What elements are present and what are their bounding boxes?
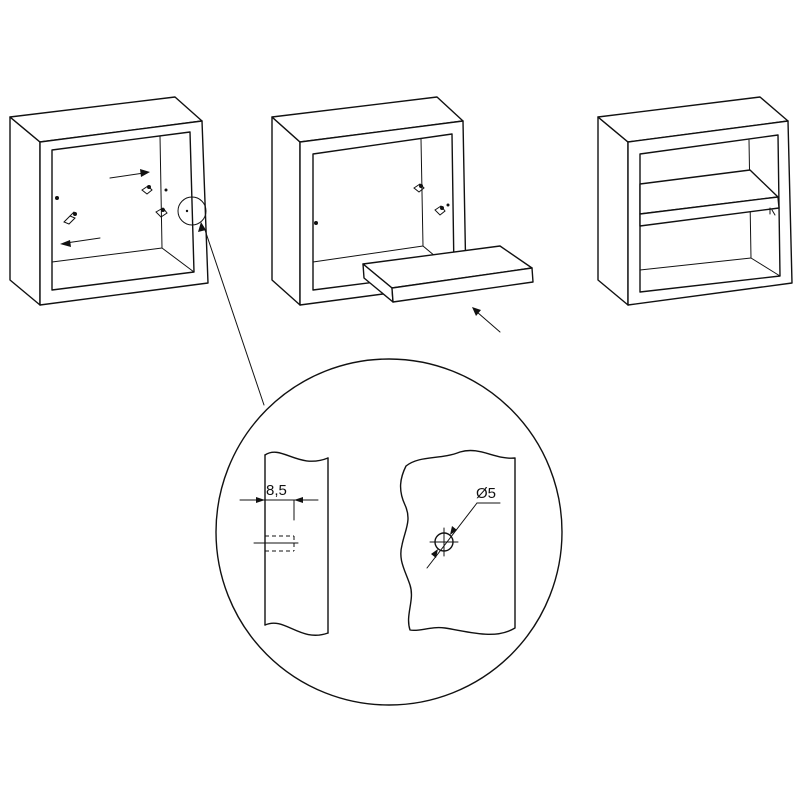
box1-front: [39, 120, 209, 306]
panel-face-view: [399, 449, 516, 635]
box1-inner-floor-edge: [161, 247, 195, 273]
step-1-box: [9, 96, 209, 306]
depth-dimension-label: 8,5: [266, 482, 287, 499]
box3-inner-bottom-edge: [639, 257, 752, 271]
depth-dimension: 8,5: [239, 482, 319, 531]
hole-diameter-dimension: Ø5: [426, 485, 501, 569]
box3-shelf-front: [639, 196, 780, 227]
detail-marker-circle: [177, 196, 207, 226]
insert-arrow-right: [109, 169, 150, 179]
step-2-box: [271, 96, 534, 333]
panel-edge-view: [253, 451, 329, 636]
box3-left-side: [597, 116, 629, 306]
shelf-front: [391, 267, 534, 303]
step-3-box: [597, 96, 793, 306]
detail-leader-line: [198, 222, 265, 406]
box1-inner-bottom-edge: [51, 247, 163, 263]
box2-inner-bottom-edge: [312, 245, 424, 263]
shelf-board: [362, 245, 534, 303]
detail-view-circle: [215, 358, 563, 706]
shelf-pin-icon: [314, 183, 450, 225]
detail-view: 8,5 Ø5: [215, 358, 563, 706]
slide-in-arrow: [472, 307, 501, 333]
box1-left-side: [9, 116, 41, 306]
box3-inner-floor-edge: [750, 257, 781, 277]
hole-diameter-label: Ø5: [476, 485, 496, 502]
box2-left-side: [271, 116, 301, 306]
shelf-pin-icon: [769, 207, 776, 216]
box1-inner-corner-right: [159, 135, 163, 249]
shelf-pin-icon: [55, 185, 168, 225]
insert-arrow-left: [60, 237, 101, 247]
box2-inner-corner-right: [420, 138, 424, 247]
